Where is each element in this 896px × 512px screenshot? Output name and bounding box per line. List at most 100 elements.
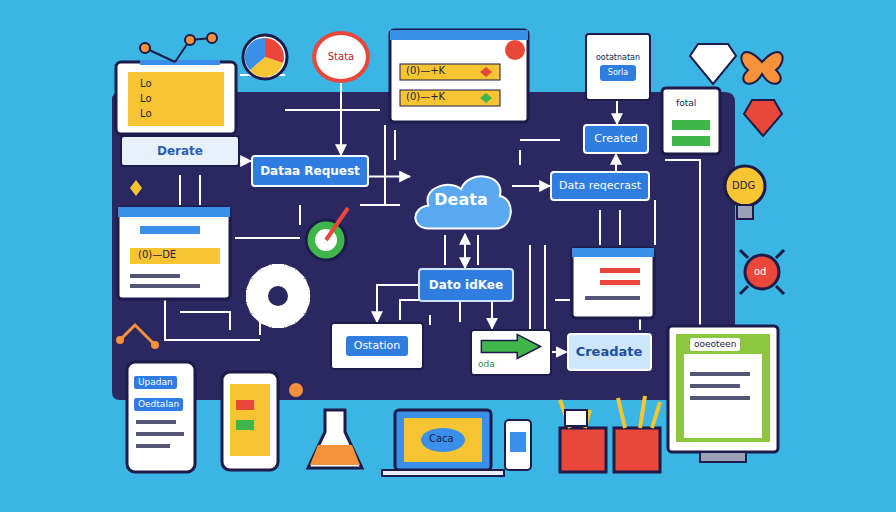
diamond-icon <box>690 44 736 84</box>
laptop-icon <box>116 60 236 134</box>
pencil-cups-part <box>565 410 587 426</box>
laptop-bottom-part <box>404 418 482 462</box>
diamond-icon-part <box>690 44 736 84</box>
side-window-part <box>662 88 720 154</box>
top-window <box>390 30 528 122</box>
flask-icon <box>308 410 362 468</box>
laptop-icon-part <box>128 72 224 126</box>
top-window-part <box>390 30 528 122</box>
cloud-outline <box>415 176 510 228</box>
node-text: Ostation <box>346 336 409 355</box>
data-cloud: Deata <box>410 166 512 234</box>
text-label: (0)—DE <box>138 249 176 261</box>
pie-chart-part <box>245 38 265 70</box>
right-window-part <box>600 268 640 273</box>
node-text: Deata <box>434 190 487 209</box>
process-box: Ostation <box>330 322 424 370</box>
phone-left-part <box>127 362 195 472</box>
pencil-cups-part <box>560 396 660 428</box>
pie-chart <box>243 35 287 79</box>
right-window-part <box>600 280 640 285</box>
node-text: Creadate <box>576 344 643 360</box>
arrow-icon <box>481 334 540 358</box>
left-window-part <box>140 226 200 234</box>
small-phone-part <box>510 432 526 452</box>
gear-icon-part <box>268 286 288 306</box>
laptop-bottom-part <box>421 428 465 452</box>
side-window-part <box>672 136 710 146</box>
left-window-part <box>130 284 200 288</box>
right-window <box>572 248 654 318</box>
small-phone-part <box>505 420 531 470</box>
node-text: Derate <box>157 144 203 158</box>
tablet-icon-part <box>236 400 254 410</box>
text-label: ooeoteen <box>690 338 740 351</box>
laptop-bottom <box>382 410 504 476</box>
text-label: (0)—+K <box>406 65 445 77</box>
tablet-icon-part <box>230 384 270 456</box>
network-icon-part <box>140 43 150 53</box>
small-phone <box>505 420 531 470</box>
text-label: Caca <box>429 433 454 445</box>
top-window-part <box>400 64 500 80</box>
lightbulb-icon <box>725 166 765 219</box>
dark-panel <box>112 92 735 400</box>
text-label: Upadan <box>134 376 177 389</box>
node-text: Dataa Request <box>260 164 360 178</box>
target-icon-part <box>326 208 348 240</box>
left-window-part <box>130 248 220 264</box>
small-icons-part <box>151 341 159 349</box>
target-icon <box>306 208 348 260</box>
bug-gear-icon-part <box>745 255 779 289</box>
flow-arrow <box>340 82 342 155</box>
desktop-monitor-part <box>690 372 750 376</box>
process-box: Dato idKee <box>418 268 514 302</box>
text-label: Oedtalan <box>134 398 183 411</box>
process-box: Creadate <box>567 333 652 371</box>
node-text: Dato idKee <box>429 278 503 292</box>
process-box: Created <box>583 124 649 154</box>
lightbulb-icon-part <box>725 166 765 206</box>
small-icons-part <box>120 325 155 345</box>
node-text: ootatnatan <box>596 53 640 63</box>
flow-arrow <box>240 160 251 162</box>
side-window-part <box>672 120 710 130</box>
right-window-part <box>572 248 654 318</box>
phone-left-part <box>136 444 170 448</box>
tablet-icon <box>222 372 278 470</box>
flow-arrow <box>616 101 618 124</box>
gem-icon <box>744 100 782 136</box>
laptop-base: Derate <box>120 135 240 167</box>
small-icons-part <box>289 383 303 397</box>
lightbulb-icon-part <box>737 205 753 219</box>
top-window-part <box>390 30 528 40</box>
process-box: Dataa Request <box>251 155 369 187</box>
flow-arrow <box>512 185 550 187</box>
gear-tooth <box>251 269 305 323</box>
text-label: DDG <box>732 180 755 192</box>
dark-panel-part <box>112 92 735 400</box>
side-window <box>662 88 720 154</box>
node-text: oda <box>478 359 495 370</box>
flow-arrow <box>464 234 466 268</box>
phone-left <box>127 362 195 472</box>
text-label: Lo <box>140 108 152 120</box>
gear-icon <box>246 264 310 328</box>
left-window-part <box>118 207 230 299</box>
desktop-monitor <box>668 326 778 462</box>
laptop-icon-part <box>116 62 236 134</box>
tablet-icon-part <box>236 420 254 430</box>
text-label: fotal <box>676 98 696 109</box>
text-label: od <box>754 266 766 278</box>
laptop-bottom-part <box>382 470 504 476</box>
desktop-monitor-part <box>690 384 740 388</box>
small-icons-part <box>116 336 124 344</box>
right-window-part <box>572 248 654 257</box>
flask-icon-part <box>310 445 360 465</box>
flask-icon-part <box>308 410 362 468</box>
flow-arrow <box>369 176 410 178</box>
flow-arrow <box>552 351 567 353</box>
state-circle: Stata <box>313 32 369 82</box>
tablet-icon-part <box>222 372 278 470</box>
